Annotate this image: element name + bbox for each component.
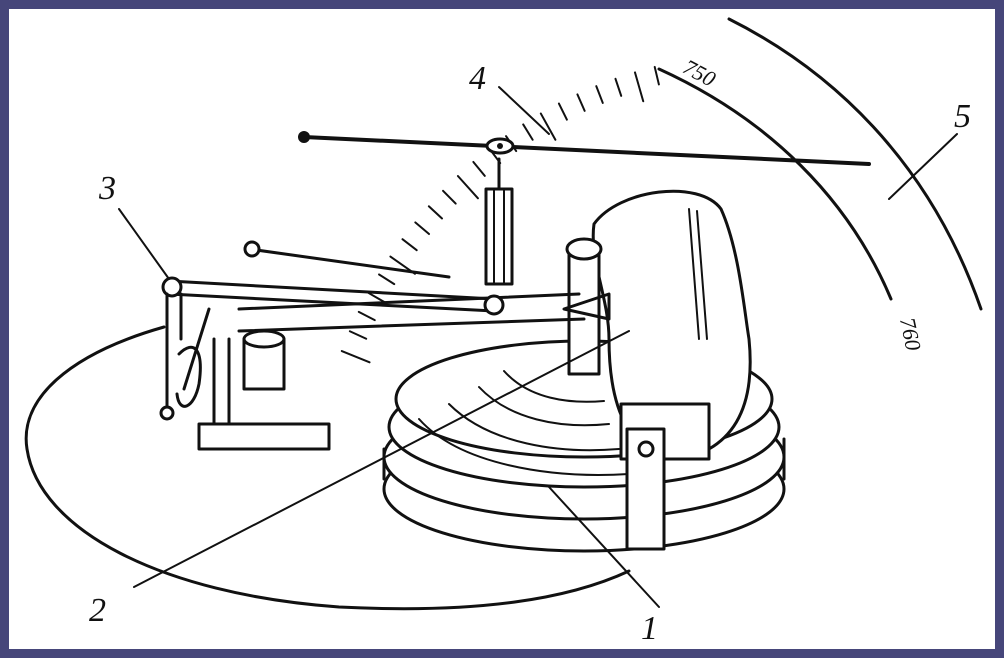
scale-tick (595, 85, 604, 104)
leader-line-2 (133, 330, 630, 588)
scale-tick (401, 238, 418, 252)
scale-tick (456, 175, 479, 200)
scale-tick (633, 71, 645, 103)
label-5: 5 (954, 98, 971, 135)
scale-tick (522, 123, 534, 141)
leader-line-4 (498, 86, 550, 135)
scale-arc-outer (727, 17, 983, 311)
aneroid-barometer-diagram: 1 2 3 4 5 750 760 (24, 17, 983, 647)
base-plate (24, 325, 631, 611)
figure-frame: 1 2 3 4 5 750 760 (9, 9, 995, 649)
scale-tick (367, 291, 386, 303)
pointer-needle (298, 131, 871, 166)
scale-tick (557, 102, 568, 121)
scale-label-760: 760 (895, 315, 926, 352)
scale-tick (576, 93, 586, 112)
label-4: 4 (469, 60, 486, 97)
leader-line-3 (118, 208, 170, 280)
pointer-spindle (484, 157, 514, 286)
lever-system (159, 240, 611, 451)
scale-tick (340, 350, 371, 364)
scale-tick (539, 112, 557, 141)
scale-ticks (340, 65, 660, 364)
scale-tick (427, 205, 444, 220)
label-1: 1 (641, 610, 658, 647)
scale-tick (414, 221, 431, 236)
label-3: 3 (98, 170, 116, 207)
scale-tick (357, 310, 376, 322)
scale-tick (653, 65, 660, 86)
scale-tick (614, 77, 623, 97)
scale-tick (378, 273, 396, 286)
scale-arc (657, 67, 893, 301)
leader-line-1 (548, 486, 660, 608)
front-bracket (625, 427, 666, 551)
label-2: 2 (89, 592, 106, 629)
capsule-stack (382, 339, 786, 553)
scale-tick (472, 160, 486, 177)
scale-tick (348, 330, 368, 340)
scale-tick (442, 189, 457, 205)
scale-label-750: 750 (679, 54, 720, 92)
leader-line-5 (888, 133, 958, 200)
